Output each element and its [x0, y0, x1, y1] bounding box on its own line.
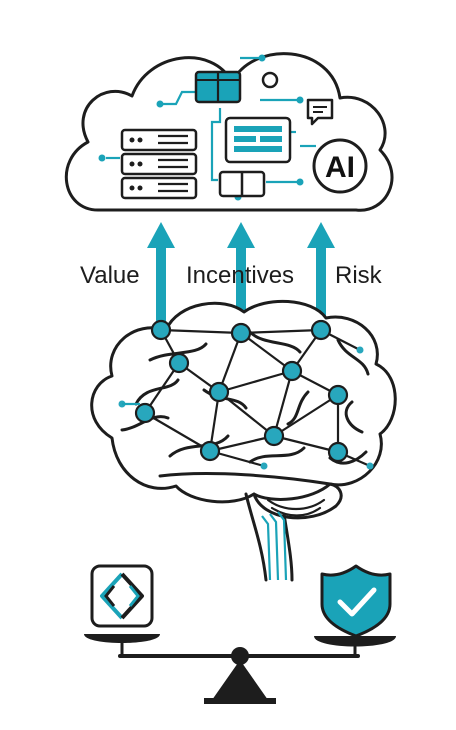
cloud-connector-dots [98, 54, 304, 201]
ai-badge-label: AI [325, 151, 355, 184]
arrow-up-icon-right [307, 222, 335, 326]
server-rack-icon [120, 128, 198, 200]
database-icon [194, 70, 242, 104]
book-icon [218, 170, 266, 198]
label-value: Value [80, 262, 140, 289]
label-risk: Risk [335, 262, 383, 289]
neural-network-icon [118, 319, 374, 470]
chat-bubble-icon [306, 98, 334, 126]
balance-scale [84, 564, 396, 704]
brain-icon [90, 299, 397, 582]
arrows-group [147, 222, 335, 326]
small-circle-icon [261, 71, 279, 89]
cloud-group: AI [64, 52, 394, 212]
dashboard-screen-icon [224, 116, 292, 164]
left-pan [84, 634, 160, 643]
shield-check-icon [320, 564, 392, 638]
right-pan [314, 636, 396, 647]
scale-pivot [231, 647, 249, 665]
scale-base [212, 660, 268, 700]
arrow-up-icon-center [227, 222, 255, 326]
label-incentives: Incentives [186, 262, 294, 289]
code-chip-icon [90, 564, 154, 628]
ai-badge-icon: AI [312, 138, 368, 194]
brain-stem-circuit [261, 511, 288, 581]
arrow-up-icon-left [147, 222, 175, 324]
